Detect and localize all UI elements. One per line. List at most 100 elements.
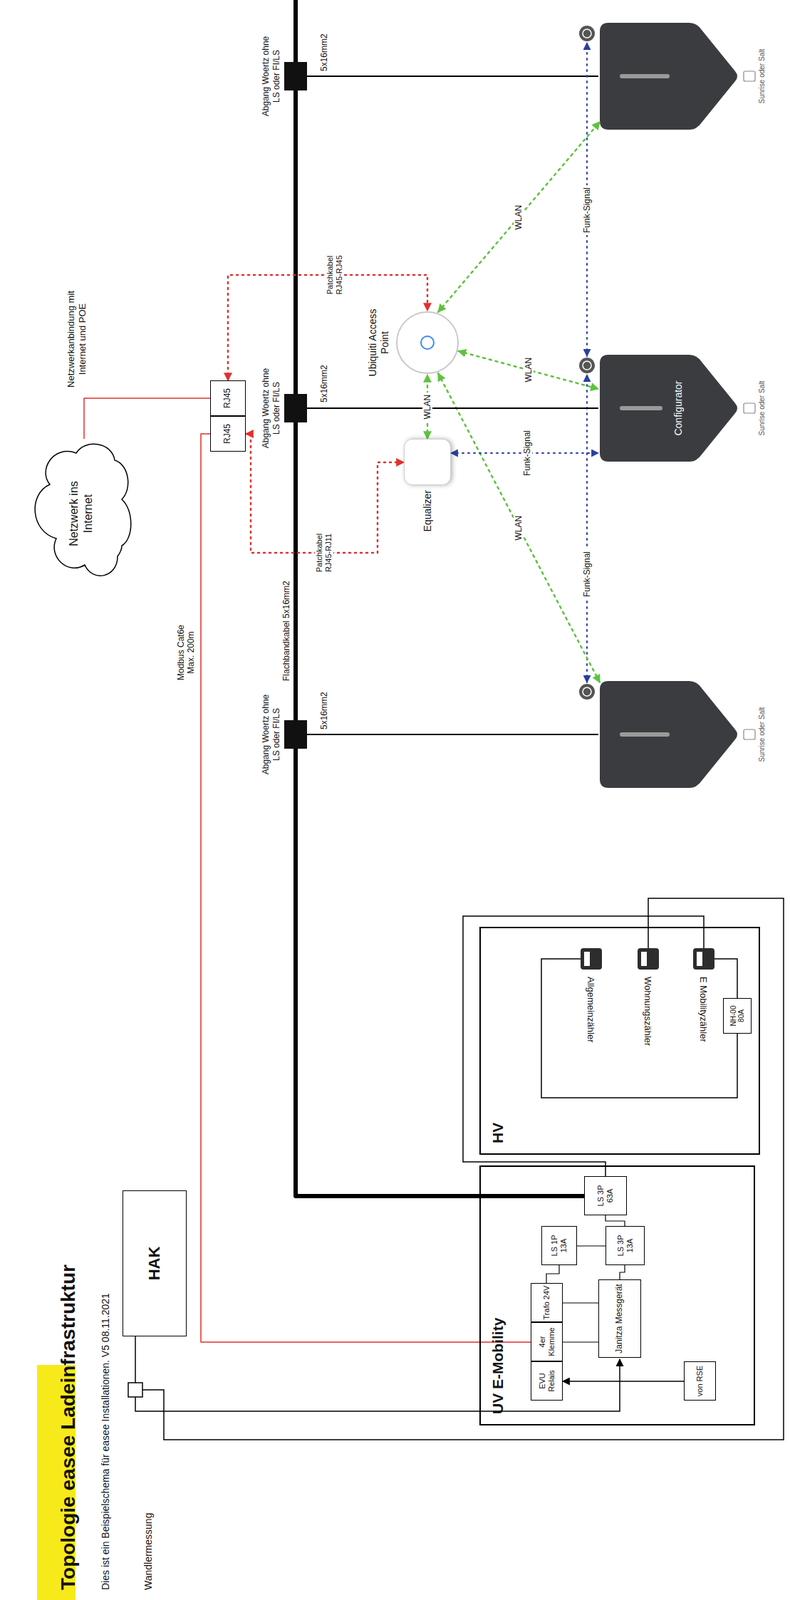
node-text: Abgang Woertz ohne LS oder FI/LS <box>260 361 282 455</box>
port-cell: RJ45 <box>210 416 246 452</box>
edge-label: 5x16mm2 <box>319 364 330 403</box>
node-text: RJ45 <box>222 423 233 444</box>
connector <box>562 1302 599 1303</box>
charger-led <box>619 732 670 737</box>
meter-window <box>641 951 647 966</box>
provider-label: Sunrise oder Salt <box>757 49 767 105</box>
connector <box>562 1380 684 1382</box>
node-text: Abgang Woertz ohne LS oder FI/LS <box>260 688 282 781</box>
meter-symbol <box>580 948 602 970</box>
access-point-body <box>396 312 459 374</box>
hak-box: HAK <box>122 1190 187 1337</box>
cable-label: 5x16mm2 <box>319 691 330 730</box>
cable-drop <box>307 75 599 77</box>
wire <box>714 958 738 999</box>
meter-window <box>584 951 590 966</box>
charger-led <box>619 406 663 411</box>
wire <box>134 1336 137 1383</box>
meter-window <box>696 951 703 966</box>
sim-icon <box>743 403 756 414</box>
link-label: Funk-Signal <box>581 185 592 236</box>
node-text: EVU Relais <box>537 1363 556 1399</box>
edge-label: Modbus Cat6e Max. 200m <box>175 620 197 685</box>
connector <box>84 398 211 439</box>
meter-label: Wohnungszähler <box>641 976 654 1080</box>
relay-cell: EVU Relais <box>530 1361 563 1401</box>
connector <box>546 1265 560 1283</box>
connector <box>619 1265 625 1280</box>
terminal-cell: 4er Klemme <box>530 1322 563 1362</box>
signal-box: von RSE <box>683 1361 716 1401</box>
meter-label: Allgemeinzähler <box>584 976 597 1080</box>
flat-cable <box>293 0 298 62</box>
node-text: Ubiquiti Access Point <box>366 299 392 386</box>
caption: Dies ist ein Beispielschema für easee In… <box>99 1292 112 1590</box>
sim-icon <box>743 71 756 82</box>
edge-label: WLAN <box>523 355 534 385</box>
connector <box>295 748 585 1197</box>
meter-label: E Mobilityzähler <box>697 976 709 1080</box>
node-text: LS 3P 13A <box>616 1228 634 1264</box>
access-point-body <box>395 310 460 375</box>
edge-label: Patchkabel RJ45-RJ11 <box>314 524 334 582</box>
radio-link <box>586 374 588 683</box>
measure-wire <box>135 1359 620 1412</box>
breaker-box: LS 1P 13A <box>541 1225 578 1266</box>
equalizer-device: Equalizer <box>403 438 451 486</box>
tap-block: Abgang Woertz ohne LS oder FI/LS <box>284 61 308 91</box>
distribution-board: UV E-Mobility EVU Relais 4er KlemmeTrafo 2… <box>479 1165 756 1426</box>
charger: Configurator <box>598 347 741 469</box>
wlan-link <box>438 373 600 683</box>
cable-label: 5x16mm2 <box>319 33 330 72</box>
meter-symbol <box>637 948 659 970</box>
measure-label: Wandlermessung <box>142 1513 155 1590</box>
node-text: Abgang Woertz ohne LS oder FI/LS <box>260 29 282 123</box>
radio-icon <box>579 683 595 700</box>
charger-body <box>599 681 738 788</box>
edge-label: Funk-Signal <box>522 428 533 478</box>
provider-label: Sunrise oder Salt <box>757 707 767 763</box>
edge-label: WLAN <box>422 392 433 422</box>
connector <box>562 1341 599 1343</box>
edge-label: Flachbandkabel 5x16mm2 <box>281 580 292 682</box>
sim-icon <box>743 729 756 740</box>
transformer-cell: Trafo 24V <box>530 1282 563 1323</box>
charger-body <box>599 22 738 130</box>
connector <box>605 1215 625 1226</box>
charger-body <box>598 347 741 469</box>
node-text: Janitza Messgerät <box>614 1283 625 1353</box>
cloud-outline <box>34 443 132 576</box>
node-text: UV E-Mobility <box>489 1317 507 1415</box>
wire <box>142 898 784 1440</box>
node-text: Configurator <box>672 380 684 436</box>
link-label: WLAN <box>513 513 524 543</box>
charger-led <box>619 74 670 79</box>
charger-body <box>599 354 738 462</box>
connector <box>200 433 531 1343</box>
current-transformer <box>128 1382 143 1397</box>
node-text: LS 3P 63A <box>596 1178 615 1214</box>
meter-symbol <box>693 948 715 970</box>
radio-icon <box>579 357 595 374</box>
link-label: Funk-Signal <box>581 549 592 600</box>
node-text: HV <box>489 1122 507 1144</box>
node-text: Equalizer <box>421 490 434 532</box>
radio-icon <box>582 29 592 38</box>
breaker-box: LS 3P 13A <box>605 1225 645 1266</box>
meter-device: Janitza Messgerät <box>598 1279 642 1358</box>
status-ring <box>421 336 434 350</box>
port-cell: RJ45 <box>210 380 246 417</box>
connector <box>293 422 298 721</box>
tap-block: Abgang Woertz ohne LS oder FI/LS <box>284 720 308 749</box>
node-text: NH-00 80A <box>729 1000 746 1032</box>
radio-icon <box>582 687 592 696</box>
connector <box>293 90 298 394</box>
cable-drop <box>307 733 599 736</box>
node-text: 4er Klemme <box>537 1324 556 1360</box>
wlan-link <box>438 121 600 313</box>
node-text: HAK <box>145 1246 164 1281</box>
access-point: Ubiquiti Access Point <box>395 310 460 375</box>
provider-label: Sunrise oder Salt <box>757 381 767 436</box>
